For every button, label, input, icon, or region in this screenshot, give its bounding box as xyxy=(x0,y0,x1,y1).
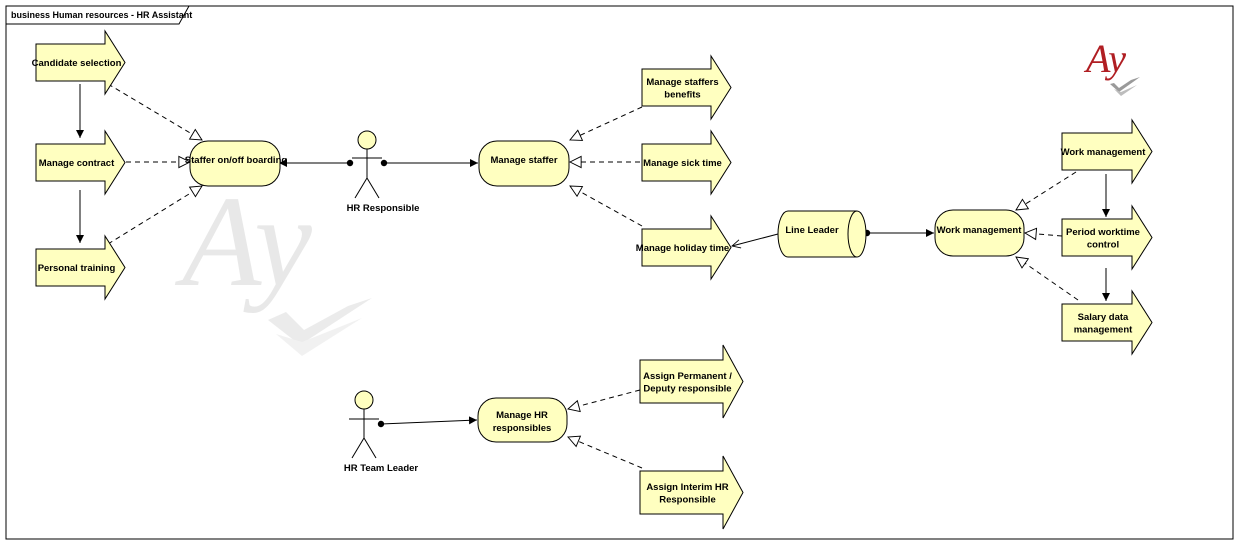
event-manage-contract-label-1: Manage contract xyxy=(39,158,115,169)
event-salary-data-management-label-1: Salary data xyxy=(1078,312,1129,323)
event-personal-training-label-1: Personal training xyxy=(38,263,116,274)
connector-salary-to-workmgmt[interactable] xyxy=(1016,257,1079,301)
event-manage-contract[interactable]: Manage contract xyxy=(35,129,126,196)
business-processes: Staffer on/off boarding Manage staffer W… xyxy=(185,140,1025,443)
event-manage-holiday-time[interactable]: Manage holiday time xyxy=(636,214,732,281)
connector-benefits-to-staffer[interactable] xyxy=(570,106,643,140)
event-salary-data-management-label-2: management xyxy=(1074,324,1133,335)
connector-teamleader-to-hrresponsibles[interactable] xyxy=(377,416,478,428)
event-manage-holiday-time-shape xyxy=(641,214,732,281)
event-assign-permanent-deputy-label-1: Assign Permanent / xyxy=(643,371,732,382)
event-assign-permanent-deputy[interactable]: Assign Permanent /Deputy responsible xyxy=(639,344,744,419)
process-manage-hr-responsibles-label-2: responsibles xyxy=(493,423,552,434)
actor-hr-team-leader[interactable]: HR Team Leader xyxy=(344,390,419,474)
actor-hr-responsible[interactable]: HR Responsible xyxy=(347,130,420,214)
connector-interim-to-hrresponsibles[interactable] xyxy=(568,437,643,469)
event-manage-sick-time-label-1: Manage sick time xyxy=(643,158,722,169)
event-manage-staffers-benefits-shape xyxy=(641,54,732,121)
watermark-text: Ay xyxy=(174,170,312,314)
connector-training-to-boarding[interactable] xyxy=(107,186,202,245)
connector-permanent-to-hrresponsibles[interactable] xyxy=(568,389,641,409)
diagram-frame: business Human resources - HR Assistant xyxy=(5,5,1234,540)
process-manage-staffer[interactable]: Manage staffer xyxy=(478,140,570,187)
process-work-management[interactable]: Work management xyxy=(934,209,1025,257)
collaboration-line-leader-label: Line Leader xyxy=(785,225,839,236)
process-manage-staffer-label: Manage staffer xyxy=(490,155,557,166)
diagram-title: business Human resources - HR Assistant xyxy=(11,10,192,20)
event-personal-training-shape xyxy=(35,234,126,301)
event-assign-interim-hr-label-1: Assign Interim HR xyxy=(646,482,728,493)
event-period-worktime-control-shape xyxy=(1061,204,1153,271)
event-manage-sick-time[interactable]: Manage sick time xyxy=(641,129,732,196)
actor-head-icon xyxy=(357,130,377,150)
connector-period-to-workmgmt[interactable] xyxy=(1025,233,1063,236)
event-period-worktime-control-label-2: control xyxy=(1087,239,1119,250)
event-work-management[interactable]: Work management xyxy=(1061,118,1153,185)
logo-text: Ay xyxy=(1083,36,1126,81)
watermark-check-icon xyxy=(268,298,372,345)
actor-head-icon xyxy=(354,390,374,410)
connectors xyxy=(76,83,1110,469)
event-candidate-selection-shape xyxy=(35,29,126,96)
event-period-worktime-control-label-1: Period worktime xyxy=(1066,227,1140,238)
event-manage-sick-time-shape xyxy=(641,129,732,196)
event-manage-staffers-benefits-label-2: benefits xyxy=(664,89,700,100)
event-candidate-selection-label-1: Candidate selection xyxy=(32,58,122,69)
actor-hr-responsible-name: HR Responsible xyxy=(347,203,420,214)
event-manage-staffers-benefits-label-1: Manage staffers xyxy=(646,77,718,88)
connector-workevent-to-workmgmt[interactable] xyxy=(1016,171,1077,210)
connector-candidate-to-boarding[interactable] xyxy=(107,83,202,140)
event-work-management-shape xyxy=(1061,118,1153,185)
process-manage-hr-responsibles[interactable]: Manage HR responsibles xyxy=(477,397,568,443)
event-assign-interim-hr-label-2: Responsible xyxy=(659,494,716,505)
event-personal-training[interactable]: Personal training xyxy=(35,234,126,301)
logo: Ay xyxy=(1083,36,1140,96)
process-manage-hr-responsibles-label-1: Manage HR xyxy=(496,410,548,421)
process-staffer-onoff-boarding[interactable]: Staffer on/off boarding xyxy=(185,140,288,187)
event-assign-permanent-deputy-label-2: Deputy responsible xyxy=(643,383,731,394)
event-candidate-selection[interactable]: Candidate selection xyxy=(32,29,126,96)
event-salary-data-management-shape xyxy=(1061,289,1153,356)
event-assign-interim-hr-shape xyxy=(639,455,744,530)
logo-check-icon xyxy=(1110,77,1140,92)
collaboration-line-leader[interactable]: Line Leader xyxy=(777,210,867,258)
connector-lineleader-to-holiday[interactable] xyxy=(732,233,779,246)
connector-holiday-to-staffer[interactable] xyxy=(570,186,643,227)
process-staffer-onoff-boarding-label: Staffer on/off boarding xyxy=(185,155,288,166)
event-work-management-label-1: Work management xyxy=(1061,147,1147,158)
event-manage-holiday-time-label-1: Manage holiday time xyxy=(636,243,729,254)
event-manage-contract-shape xyxy=(35,129,126,196)
process-work-management-label: Work management xyxy=(937,225,1023,236)
actor-hr-team-leader-name: HR Team Leader xyxy=(344,463,419,474)
event-assign-permanent-deputy-shape xyxy=(639,344,744,419)
